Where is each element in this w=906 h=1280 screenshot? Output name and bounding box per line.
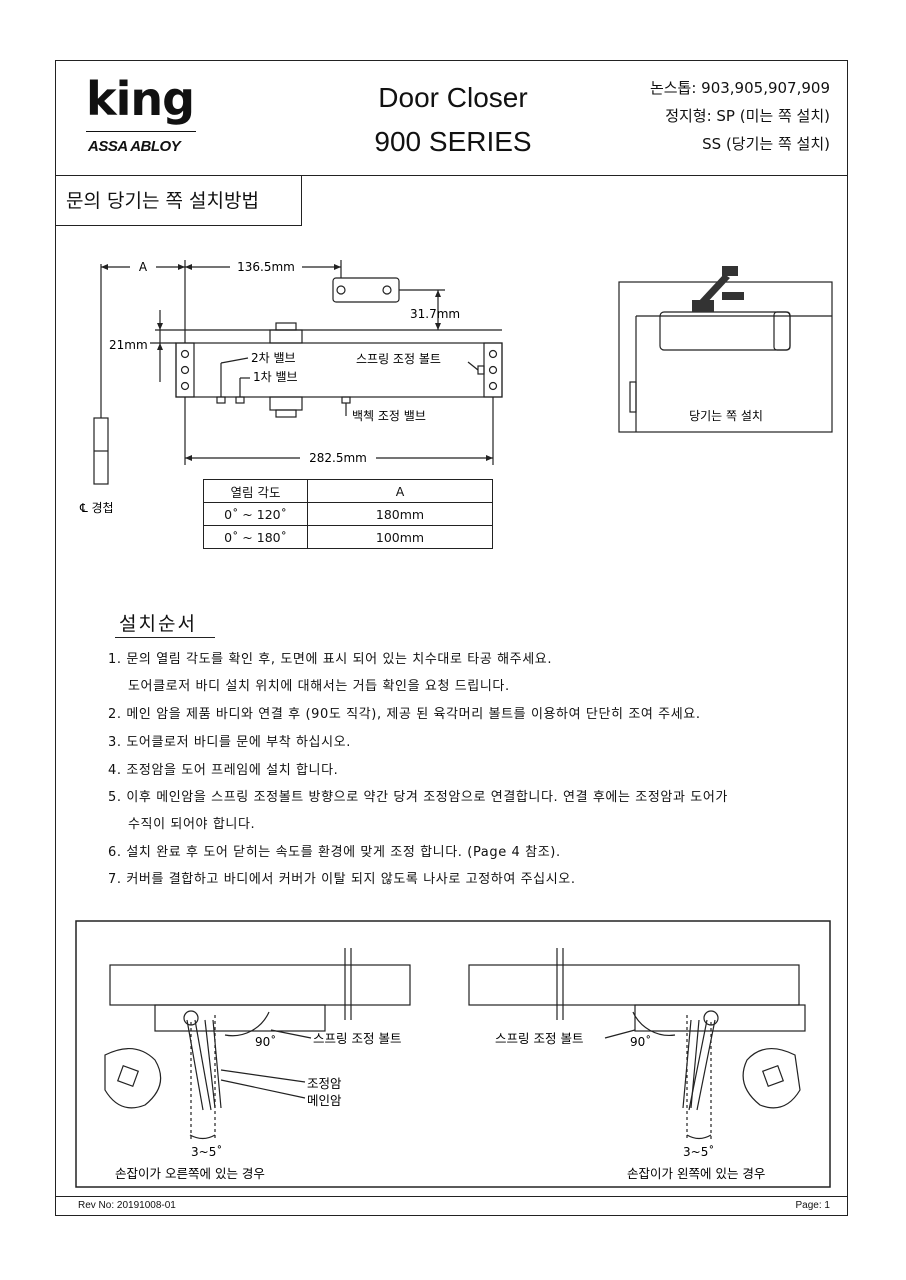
angle-table-header: A — [307, 479, 493, 503]
models-block: 논스톱: 903,905,907,909 정지형: SP (미는 쪽 설치) S… — [570, 74, 830, 158]
brand-logo: king — [86, 72, 195, 126]
steps-heading-underline — [115, 637, 215, 638]
step-item: 1. 문의 열림 각도를 확인 후, 도면에 표시 되어 있는 치수대로 타공 … — [108, 652, 553, 667]
angle-table-cell: 180mm — [307, 502, 493, 526]
step-item: 수직이 되어야 합니다. — [128, 817, 256, 832]
step-item: 4. 조정암을 도어 프레임에 설치 합니다. — [108, 763, 339, 778]
title-line2: 900 SERIES — [374, 126, 532, 157]
page-number: Page: 1 — [795, 1200, 830, 1211]
revision-number: Rev No: 20191008-01 — [78, 1200, 176, 1211]
left-90-label: 90˚ — [255, 1034, 276, 1049]
angle-table: 열림 각도 A 0˚ ~ 120˚ 180mm 0˚ ~ 180˚ 100mm — [203, 479, 493, 549]
models-hold-sp: 정지형: SP (미는 쪽 설치) — [665, 107, 830, 125]
right-90-label: 90˚ — [630, 1034, 651, 1049]
right-caption: 손잡이가 왼쪽에 있는 경우 — [627, 1166, 765, 1181]
step-item: 5. 이후 메인암을 스프링 조정볼트 방향으로 약간 당겨 조정암으로 연결합… — [108, 790, 728, 805]
valve-1st-label: 1차 밸브 — [253, 370, 298, 384]
section-title-box — [55, 176, 302, 226]
models-nonstop: 논스톱: 903,905,907,909 — [649, 79, 830, 97]
page-frame — [55, 60, 848, 1216]
header-divider — [55, 175, 848, 176]
dim-a: A — [139, 260, 148, 274]
spring-bolt-label: 스프링 조정 볼트 — [356, 352, 441, 366]
dim-31-7: 31.7mm — [410, 307, 460, 321]
step-item: 6. 설치 완료 후 도어 닫히는 속도를 환경에 맞게 조정 합니다. (Pa… — [108, 845, 561, 860]
logo-rule — [86, 131, 196, 132]
handing-diagram: 스프링 조정 볼트 90˚ 조정암 메인암 3~5˚ 손잡이가 오른쪽에 있는 … — [75, 920, 831, 1188]
dim-136-5: 136.5mm — [237, 260, 295, 274]
angle-table-header: 열림 각도 — [203, 479, 308, 503]
section-title: 문의 당기는 쪽 설치방법 — [66, 190, 259, 212]
angle-table-cell: 0˚ ~ 120˚ — [203, 502, 308, 526]
template-diagram: A 136.5mm 31.7mm 21mm 282.5mm 2차 밸브 1차 밸… — [79, 260, 503, 515]
steps-heading: 설치순서 — [119, 613, 197, 635]
valve-2nd-label: 2차 밸브 — [251, 351, 296, 365]
footer-divider — [55, 1196, 848, 1197]
step-item: 도어클로저 바디 설치 위치에 대해서는 거듭 확인을 요청 드립니다. — [128, 679, 510, 694]
hinge-label: ℄ 경첩 — [79, 501, 114, 515]
step-item: 3. 도어클로저 바디를 문에 부착 하십시오. — [108, 735, 351, 750]
step-item: 2. 메인 암을 제품 바디와 연결 후 (90도 직각), 제공 된 육각머리… — [108, 707, 701, 722]
models-hold-ss: SS (당기는 쪽 설치) — [702, 135, 830, 153]
adjust-arm-label: 조정암 — [307, 1076, 342, 1091]
pull-side-illustration: 당기는 쪽 설치 — [618, 266, 833, 433]
step-item: 7. 커버를 결합하고 바디에서 커버가 이탈 되지 않도록 나사로 고정하여 … — [108, 872, 576, 887]
brand-subtitle: ASSA ABLOY — [88, 138, 181, 155]
left-caption: 손잡이가 오른쪽에 있는 경우 — [115, 1166, 265, 1181]
backcheck-label: 백첵 조정 밸브 — [352, 409, 426, 423]
dim-282-5: 282.5mm — [309, 451, 367, 465]
right-spring-bolt-label: 스프링 조정 볼트 — [495, 1031, 583, 1046]
title-line1: Door Closer — [378, 82, 528, 113]
pull-side-label: 당기는 쪽 설치 — [689, 409, 763, 423]
dim-21: 21mm — [109, 338, 148, 352]
left-angle-label: 3~5˚ — [191, 1144, 222, 1159]
main-arm-label: 메인암 — [307, 1093, 342, 1108]
right-angle-label: 3~5˚ — [683, 1144, 714, 1159]
angle-table-cell: 100mm — [307, 525, 493, 549]
angle-table-cell: 0˚ ~ 180˚ — [203, 525, 308, 549]
left-spring-bolt-label: 스프링 조정 볼트 — [313, 1031, 401, 1046]
